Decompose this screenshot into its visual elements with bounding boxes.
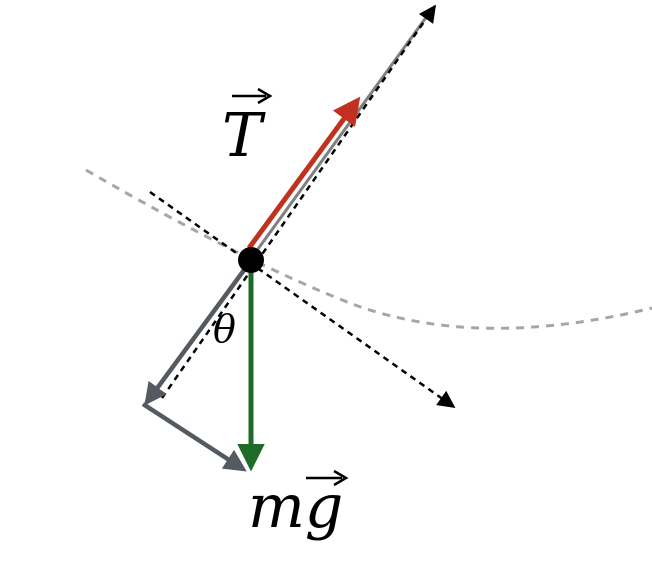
tension-vector	[246, 96, 361, 250]
weight-label: mg	[248, 472, 343, 542]
tension-label-group: T	[222, 87, 273, 171]
tension-label-vector-head	[257, 87, 273, 105]
trajectory-arc	[85, 168, 652, 330]
mass-point	[238, 247, 264, 273]
tangential-axis	[149, 190, 456, 409]
gravity-radial-component	[144, 260, 252, 406]
tension-label: T	[222, 101, 266, 171]
radial-axis	[160, 4, 437, 399]
angle-label: θ	[213, 307, 236, 351]
string-line	[248, 11, 432, 261]
weight-label-group: mg	[248, 469, 349, 542]
gravity-tangential-component	[141, 402, 247, 472]
weight-label-vector-head	[333, 469, 349, 487]
